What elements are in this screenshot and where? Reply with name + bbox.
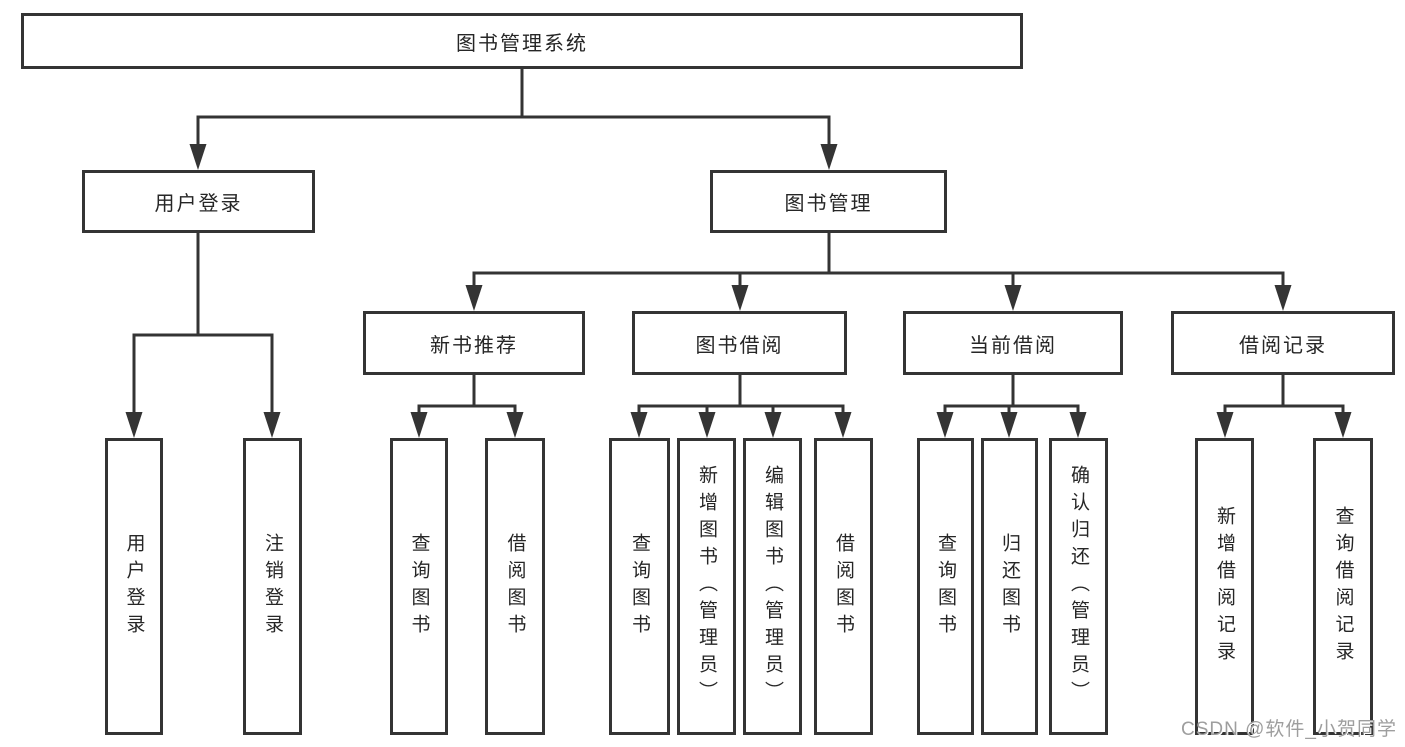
node-borrow-book-recommend: 借阅图书 [485,438,545,735]
node-logout: 注销登录 [243,438,302,735]
node-library-management-system: 图书管理系统 [21,13,1023,69]
node-add-book-admin: 新增图书（管理员） [677,438,736,735]
node-new-book-recommend: 新书推荐 [363,311,585,375]
node-current-borrowing: 当前借阅 [903,311,1123,375]
node-edit-book-admin: 编辑图书（管理员） [743,438,802,735]
node-add-borrow-record: 新增借阅记录 [1195,438,1254,735]
node-confirm-return-admin: 确认归还（管理员） [1049,438,1108,735]
node-query-book-recommend: 查询图书 [390,438,448,735]
node-borrow-book-borrow: 借阅图书 [814,438,873,735]
arrowheads [125,144,1352,438]
node-borrowing-records: 借阅记录 [1171,311,1395,375]
node-query-book-borrow: 查询图书 [609,438,670,735]
node-user-login-leaf: 用户登录 [105,438,163,735]
node-book-management: 图书管理 [710,170,947,233]
node-user-login: 用户登录 [82,170,315,233]
csdn-watermark: CSDN @软件_小贺同学 [1181,719,1397,740]
node-book-borrowing: 图书借阅 [632,311,847,375]
node-query-book-current: 查询图书 [917,438,974,735]
node-return-book: 归还图书 [981,438,1038,735]
node-query-borrow-record: 查询借阅记录 [1313,438,1373,735]
